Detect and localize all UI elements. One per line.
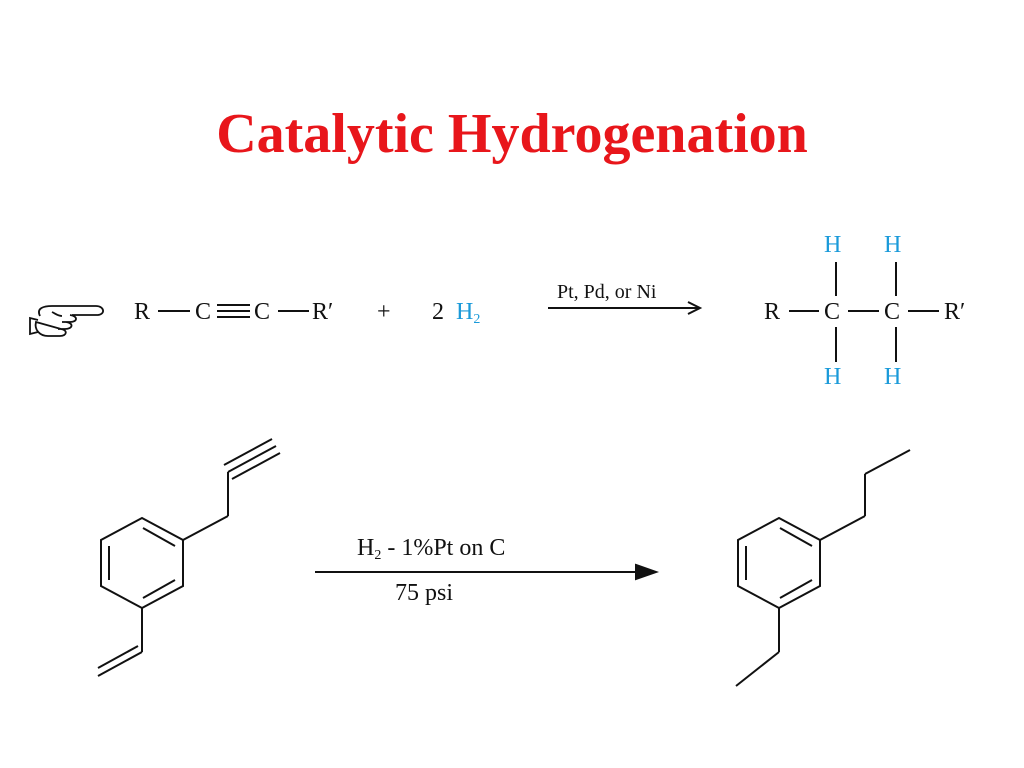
- r2-product-ring-double-1: [779, 527, 813, 547]
- slide-title: Catalytic Hydrogenation: [216, 103, 808, 165]
- r1-product-c1: C: [824, 299, 841, 325]
- r2-reactant-ring: [100, 516, 184, 610]
- r2-reactant-molecule: [97, 438, 281, 677]
- r2-reactant-ring-double-2: [142, 579, 176, 599]
- r2-reactant-ring-double-1: [142, 527, 176, 547]
- r1-catalyst: Pt, Pd, or Ni: [557, 281, 657, 303]
- r2-product-ring: [737, 516, 821, 610]
- r1-reactant-r-left: R: [134, 299, 151, 325]
- r2-reactant-triple-3: [231, 452, 281, 480]
- r1-arrow-head: [687, 301, 703, 315]
- r2-product-ring-double-2: [779, 579, 813, 599]
- r1-product-r-right: R′: [944, 299, 966, 325]
- r1-reactant-r-right: R′: [312, 299, 334, 325]
- r1-h2: H2: [456, 299, 481, 327]
- r2-arrow-head: [635, 563, 660, 581]
- r2-reactant-triple-1: [227, 445, 277, 473]
- r2-reactant-vinyl-double-1: [97, 651, 143, 677]
- r2-product-propyl-3: [864, 449, 911, 475]
- r2-reactant-vinyl-double-2: [97, 645, 139, 669]
- r1-coefficient: 2: [432, 299, 444, 325]
- r1-product-h-bottom-right: H: [884, 364, 902, 390]
- r2-reactant-triple-2: [223, 438, 273, 466]
- r2-condition: 75 psi: [395, 580, 454, 606]
- r2-reagent: H2 - 1%Pt on C: [357, 535, 506, 563]
- r1-product-c2: C: [884, 299, 901, 325]
- r1-reactant-c2: C: [254, 299, 271, 325]
- r2-reactant-ch2-bond: [182, 515, 229, 541]
- r1-product-r-left: R: [764, 299, 781, 325]
- r1-reactant-c1: C: [195, 299, 212, 325]
- r2-product-ethyl-2: [735, 651, 780, 687]
- pointing-hand-icon: [29, 305, 104, 337]
- r2-product-propyl-1: [819, 515, 866, 541]
- r1-product-h-bottom-left: H: [824, 364, 842, 390]
- r1-product-h-top-right: H: [884, 232, 902, 258]
- r1-plus: +: [377, 299, 391, 325]
- r2-product-molecule: [735, 449, 911, 687]
- r1-product-h-top-left: H: [824, 232, 842, 258]
